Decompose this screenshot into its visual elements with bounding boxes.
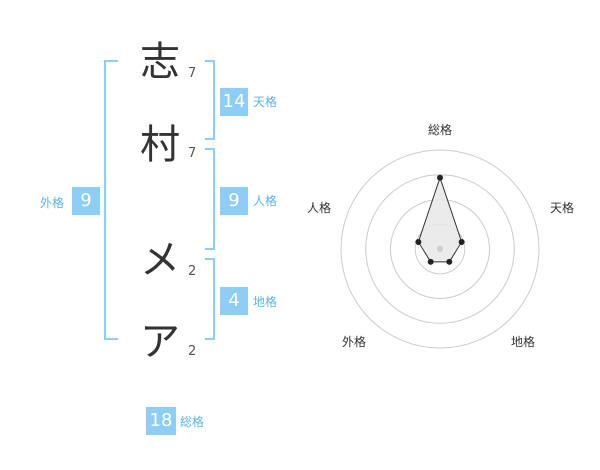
radar-point: [427, 258, 434, 265]
radar-axis-label-soukaku: 総格: [428, 123, 453, 137]
stroke-count-4: 2: [188, 344, 197, 359]
soukaku-value-badge: 18: [146, 407, 176, 435]
radar-center-dot: [437, 246, 443, 252]
tenkaku-bracket: [205, 60, 215, 140]
radar-axis-label-gaikaku: 外格: [342, 335, 367, 349]
name-char-2: 村: [140, 122, 180, 168]
radar-point: [415, 238, 422, 245]
gaikaku-value-badge: 9: [72, 187, 100, 215]
soukaku-label: 総格: [180, 415, 205, 429]
stroke-count-2: 7: [188, 146, 197, 161]
name-char-4: ア: [140, 319, 180, 365]
radar-point: [437, 174, 443, 181]
tenkaku-value-badge: 14: [220, 88, 248, 116]
name-char-3: メ: [140, 237, 180, 283]
radar-axis-label-jinkaku: 人格: [307, 201, 332, 215]
jinkaku-bracket: [205, 148, 215, 250]
gaikaku-label: 外格: [40, 196, 65, 210]
tenkaku-label: 天格: [253, 95, 278, 109]
jinkaku-value-badge: 9: [220, 187, 248, 215]
chikaku-label: 地格: [253, 295, 278, 309]
stroke-count-1: 7: [188, 66, 197, 81]
chikaku-bracket: [205, 258, 215, 340]
gaikaku-bracket: [104, 60, 118, 340]
radar-polygon: [417, 176, 463, 263]
chikaku-value-badge: 4: [220, 287, 248, 315]
radar-point: [458, 238, 465, 245]
jinkaku-label: 人格: [253, 194, 278, 208]
name-char-1: 志: [140, 39, 180, 85]
radar-point: [446, 258, 453, 265]
radar-axis-label-chikaku: 地格: [511, 335, 536, 349]
radar-axis-label-tenkaku: 天格: [550, 201, 575, 215]
stroke-count-3: 2: [188, 264, 197, 279]
radar-ring: [340, 149, 540, 349]
